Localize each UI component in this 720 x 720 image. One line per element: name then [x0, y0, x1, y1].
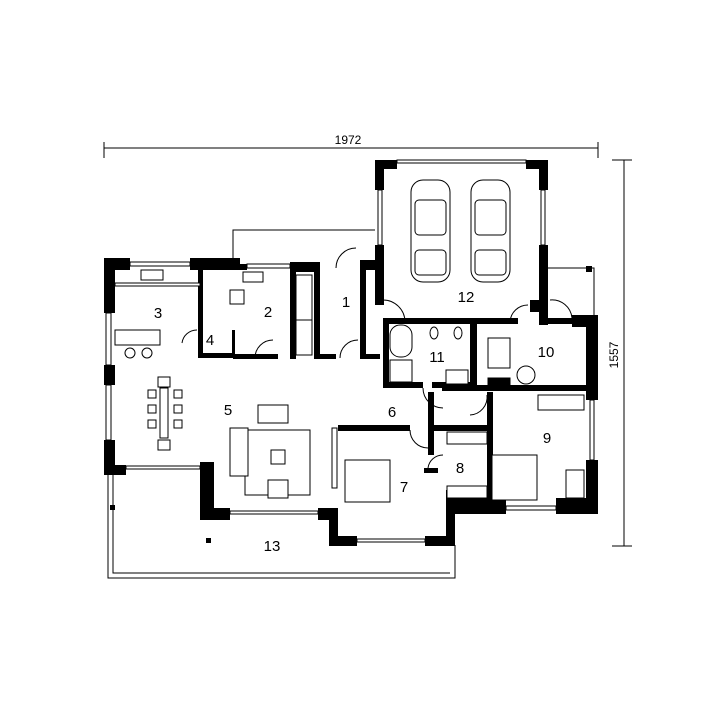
- room-label-11: 11: [429, 349, 445, 366]
- room-label-1: 1: [342, 294, 350, 311]
- room-label-7: 7: [400, 479, 408, 496]
- room-label-5: 5: [224, 402, 232, 419]
- car-icon: [410, 179, 451, 283]
- room-label-13: 13: [264, 538, 281, 555]
- terrace-outline: [107, 229, 595, 579]
- doors: [181, 247, 573, 469]
- room-label-12: 12: [458, 289, 475, 306]
- room-label-8: 8: [456, 460, 464, 477]
- depth-dimension: 1557: [607, 159, 632, 547]
- car-icon: [470, 179, 511, 283]
- walls: [104, 160, 598, 546]
- room-label-10: 10: [538, 344, 555, 361]
- room-label-4: 4: [206, 332, 214, 349]
- room-labels: 1 2 3 4 5 6 7 8 9 10 11 12 13: [154, 289, 555, 555]
- room-label-3: 3: [154, 305, 162, 322]
- room-label-9: 9: [543, 430, 551, 447]
- furniture: [114, 179, 585, 503]
- room-label-2: 2: [264, 304, 272, 321]
- windows: [105, 159, 595, 543]
- room-label-6: 6: [388, 404, 396, 421]
- depth-label: 1557: [607, 341, 621, 368]
- width-label: 1972: [335, 133, 362, 147]
- width-dimension: 1972: [103, 133, 599, 158]
